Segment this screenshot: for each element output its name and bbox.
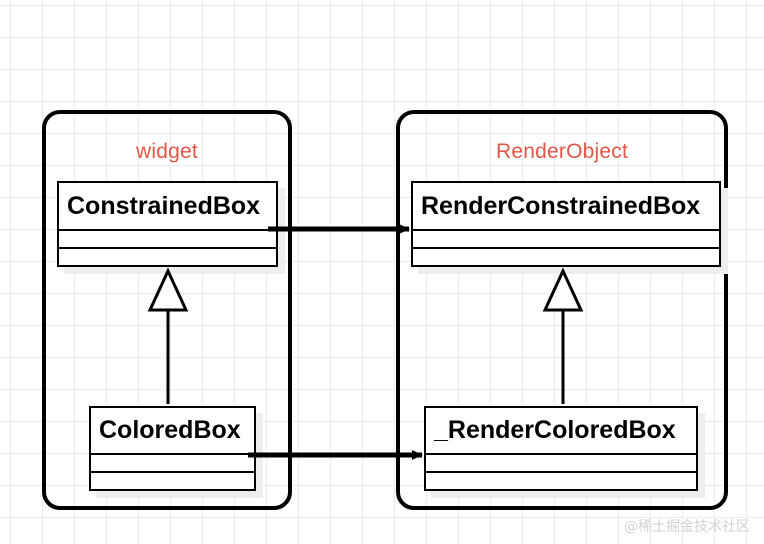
watermark-label: @稀土掘金技术社区 [624,519,750,535]
class-name-render-constrained-box: RenderConstrainedBox [413,183,719,231]
class-methods-compartment [91,473,254,491]
class-methods-compartment [426,473,696,491]
class-box-render-colored-box[interactable]: _RenderColoredBox [424,406,698,491]
class-box-render-constrained-box[interactable]: RenderConstrainedBox [411,181,721,267]
class-attributes-compartment [59,231,276,249]
class-attributes-compartment [413,231,719,249]
class-attributes-compartment [426,455,696,473]
class-name-constrained-box: ConstrainedBox [59,183,276,231]
class-methods-compartment [59,249,276,267]
class-attributes-compartment [91,455,254,473]
class-name-colored-box: ColoredBox [91,408,254,455]
group-widget: widget [42,110,292,510]
class-methods-compartment [413,249,719,267]
group-widget-label: widget [136,140,198,163]
class-box-constrained-box[interactable]: ConstrainedBox [57,181,278,267]
group-renderobject: RenderObject [396,110,728,510]
class-box-colored-box[interactable]: ColoredBox [89,406,256,491]
class-name-render-colored-box: _RenderColoredBox [426,408,696,455]
group-renderobject-label: RenderObject [496,140,628,163]
